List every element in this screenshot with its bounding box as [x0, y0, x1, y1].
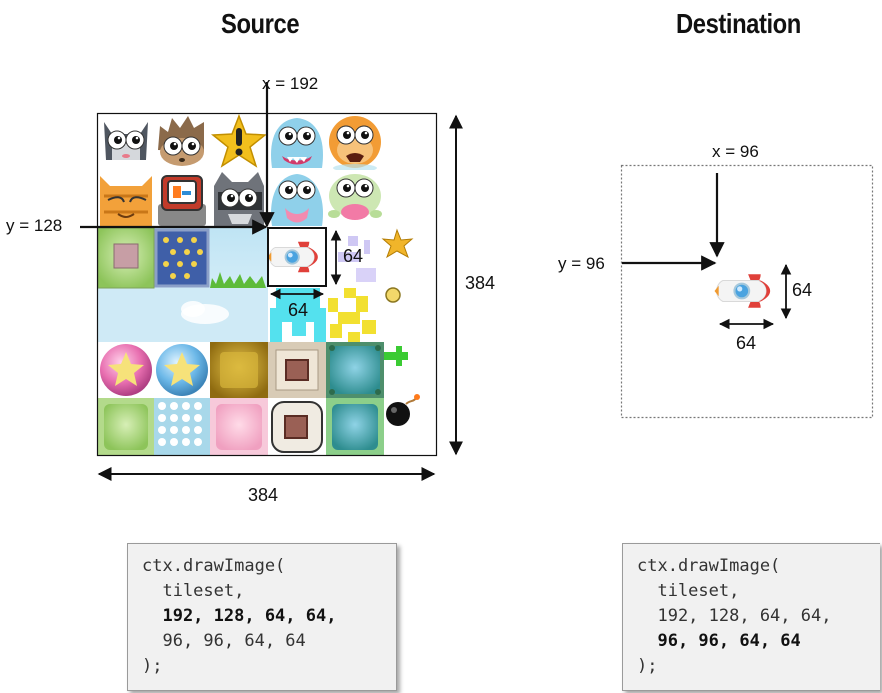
destination-tile-width-label: 64 — [736, 333, 757, 353]
destination-tile-height-label: 64 — [792, 280, 813, 300]
grass-tile — [210, 272, 266, 288]
bomb-icon — [386, 394, 420, 426]
star-burst-icon — [381, 228, 414, 259]
gold-block-tile — [210, 342, 268, 398]
code-line: tileset, — [142, 581, 245, 601]
stars-cluster-tile — [338, 236, 376, 282]
pink-ball-tile — [98, 342, 154, 398]
source-code-box: ctx.drawImage( tileset, 192, 128, 64, 64… — [127, 543, 397, 691]
tileset-image — [97, 113, 420, 456]
stone-block-tile — [97, 227, 155, 289]
pink-block-tile — [210, 398, 268, 456]
green-pixel-sprite-icon — [384, 346, 408, 366]
dots-tile — [154, 398, 210, 456]
source-selection-box — [267, 227, 327, 287]
blue-ball-tile — [154, 342, 210, 398]
green-monster-sprite-icon — [326, 170, 384, 228]
source-tile-height-label: 64 — [343, 246, 364, 266]
destination-y-label: y = 96 — [558, 254, 605, 273]
code-line: ctx.drawImage( — [637, 556, 781, 576]
destination-code-box: ctx.drawImage( tileset, 192, 128, 64, 64… — [622, 543, 880, 691]
source-x-label: x = 192 — [262, 74, 319, 93]
code-line-highlight: 192, 128, 64, 64, — [142, 606, 337, 626]
green-block-tile — [98, 398, 154, 456]
code-line: 96, 96, 64, 64 — [142, 631, 306, 651]
blue-monster-sprite-icon — [268, 114, 326, 170]
source-y-label: y = 128 — [6, 216, 63, 235]
blue-monster-pink-sprite-icon — [268, 170, 326, 228]
teal-block-tile-2 — [326, 398, 384, 456]
rocket-sprite-icon — [266, 228, 326, 286]
button-round-tile — [268, 398, 326, 456]
button-block-tile — [268, 342, 326, 398]
source-title: Source — [221, 8, 300, 39]
destination-x-label: x = 96 — [712, 142, 759, 161]
code-line: tileset, — [637, 581, 740, 601]
destination-title: Destination — [676, 8, 801, 39]
star-block-tile — [154, 228, 210, 288]
source-height-label: 384 — [465, 273, 496, 293]
coin-icon — [385, 287, 401, 303]
star-exclamation-icon — [210, 113, 268, 170]
cat-orange-sprite-icon — [98, 170, 154, 228]
robot-sprite-icon — [154, 170, 210, 228]
raccoon-sprite-icon — [210, 170, 268, 228]
destination-rocket-sprite-icon — [713, 273, 772, 309]
code-line: ctx.drawImage( — [142, 556, 286, 576]
code-line-highlight: 96, 96, 64, 64 — [637, 631, 801, 651]
cat-gray-sprite-icon — [98, 114, 154, 170]
code-line: 192, 128, 64, 64, — [637, 606, 832, 626]
teal-block-tile — [326, 342, 384, 398]
destination-canvas-frame — [620, 164, 874, 419]
source-width-label: 384 — [248, 485, 279, 505]
source-tile-width-label: 64 — [288, 300, 309, 320]
pixel-yellow-tile — [328, 288, 384, 342]
hedgehog-sprite-icon — [154, 114, 210, 170]
code-line: ); — [142, 656, 163, 676]
code-line: ); — [637, 656, 658, 676]
orange-monster-sprite-icon — [326, 114, 384, 172]
